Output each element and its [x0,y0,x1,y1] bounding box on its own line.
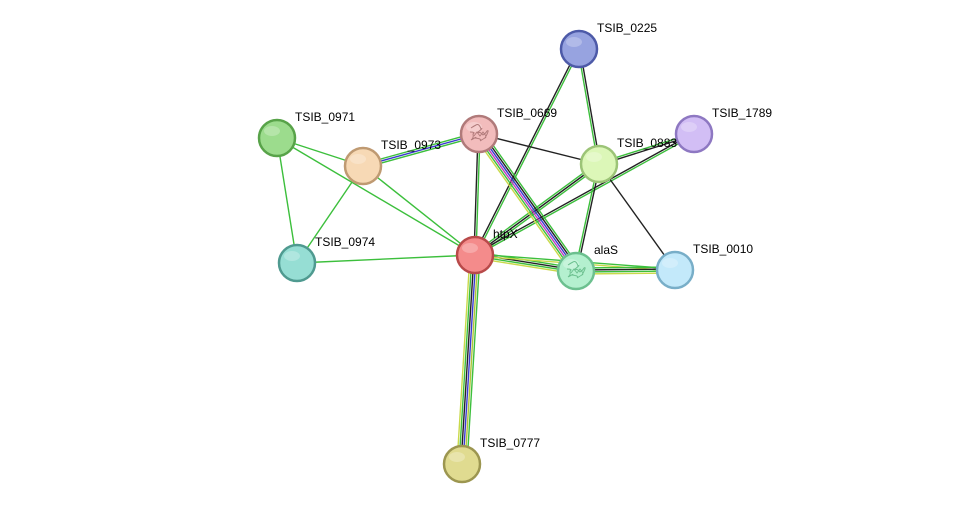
node-tsib-0883[interactable] [579,144,619,184]
node-label: TSIB_0971 [295,110,355,124]
node-label: TSIB_0883 [617,136,677,150]
edge-evidence-line [473,133,479,255]
node-highlight [284,251,300,261]
node-circle [442,444,482,484]
edge-TSIB_0669-TSIB_0973[interactable] [362,131,480,169]
edge-evidence-line [362,131,479,165]
edge-htpX-TSIB_0669[interactable] [473,133,481,256]
edge-htpX-TSIB_0777[interactable] [456,254,481,465]
node-circle [559,29,599,69]
edge-evidence-line [462,255,477,465]
node-label: alaS [594,243,618,257]
node-highlight [566,37,582,47]
edge-TSIB_0669-TSIB_0883[interactable] [478,133,600,165]
node-tsib-0974[interactable] [277,243,317,283]
edge-evidence-line [296,254,476,264]
edge-TSIB_0971-TSIB_0974[interactable] [276,137,298,264]
edge-evidence-line [473,48,579,255]
edge-evidence-line [466,255,481,465]
node-tsib-0225[interactable] [559,29,599,69]
node-circle [257,118,297,158]
edge-evidence-line [475,134,481,256]
edge-evidence-line [474,132,694,255]
node-label: TSIB_0669 [497,106,557,120]
edge-evidence-line [478,133,600,165]
node-highlight [462,243,478,253]
node-alas[interactable] [556,251,596,291]
node-tsib-0777[interactable] [442,444,482,484]
node-label: TSIB_0974 [315,235,375,249]
edge-evidence-line [362,133,480,167]
edge-evidence-line [296,165,364,264]
edge-htpX-TSIB_0973[interactable] [362,165,476,256]
edge-evidence-line [474,163,600,256]
node-highlight [449,452,465,462]
node-highlight [264,126,280,136]
node-tsib-0973[interactable] [343,146,383,186]
edge-htpX-TSIB_0225[interactable] [473,48,581,256]
node-label: TSIB_0777 [480,436,540,450]
node-label: htpX [493,227,518,241]
node-tsib-0971[interactable] [257,118,297,158]
edge-htpX-TSIB_0974[interactable] [296,254,476,264]
protein-structure-icon [566,261,586,279]
edge-TSIB_0225-TSIB_0883[interactable] [577,48,601,165]
edge-evidence-line [464,255,479,465]
node-label: TSIB_0225 [597,21,657,35]
node-circle [343,146,383,186]
edge-evidence-line [276,137,476,256]
edge-evidence-line [460,254,475,464]
node-highlight [681,122,697,132]
edge-evidence-line [276,137,298,264]
edge-evidence-line [475,49,581,256]
node-circle [674,114,714,154]
edge-evidence-line [598,163,676,271]
node-htpx[interactable] [455,235,495,275]
node-highlight [586,152,602,162]
edge-evidence-line [480,131,580,270]
edge-evidence-line [577,49,599,165]
edge-evidence-line [477,134,576,272]
node-circle [579,144,619,184]
edge-evidence-line [475,134,695,257]
node-label: TSIB_0973 [381,138,441,152]
edge-evidence-line [363,135,480,169]
edge-evidence-line [479,133,578,271]
edge-evidence-line [474,136,573,275]
edge-htpX-TSIB_1789[interactable] [474,132,695,257]
labels-layer: htpXalaSTSIB_0669TSIB_0225TSIB_0883TSIB_… [295,21,772,450]
node-tsib-0669[interactable] [459,114,499,154]
node-circle [655,250,695,290]
nodes-layer [257,29,714,484]
node-circle [277,243,317,283]
edge-TSIB_0883-TSIB_0010[interactable] [598,163,676,271]
edge-evidence-line [456,254,471,464]
node-label: TSIB_1789 [712,106,772,120]
node-highlight [662,258,678,268]
protein-structure-icon [469,124,489,142]
edge-TSIB_0973-TSIB_0974[interactable] [296,165,364,264]
node-circle [455,235,495,275]
edge-htpX-TSIB_0971[interactable] [276,137,476,256]
node-highlight [350,154,366,164]
edge-evidence-line [579,48,601,164]
edge-evidence-line [482,130,581,269]
edge-evidence-line [458,254,473,464]
edge-evidence-line [475,135,575,274]
node-label: TSIB_0010 [693,242,753,256]
edge-TSIB_0669-alaS[interactable] [474,130,581,275]
edge-evidence-line [362,165,476,256]
node-tsib-1789[interactable] [674,114,714,154]
node-tsib-0010[interactable] [655,250,695,290]
